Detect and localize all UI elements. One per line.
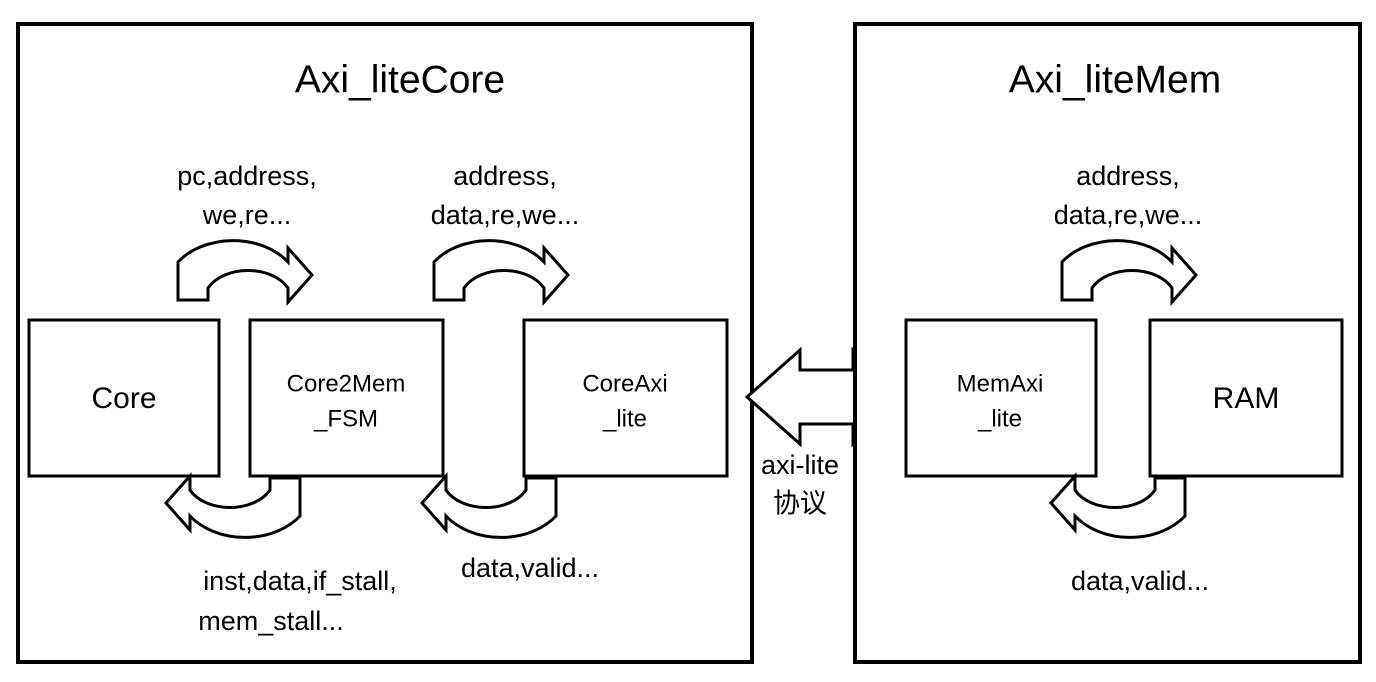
block-core2mem-fsm[interactable]: Core2Mem _FSM bbox=[248, 318, 445, 478]
arrow-memaxi-to-ram-icon bbox=[1060, 239, 1199, 306]
panel-axi-lite-core: Axi_liteCore pc,address, we,re... addres… bbox=[16, 22, 754, 664]
block-ram[interactable]: RAM bbox=[1148, 318, 1344, 478]
block-memaxi-lite-label-line1: MemAxi bbox=[957, 370, 1044, 397]
panel-title-axi-lite-core: Axi_liteCore bbox=[295, 58, 505, 101]
signal-label-coreaxi-to-fsm-line1: data,valid... bbox=[461, 553, 599, 583]
block-core2mem-fsm-rect[interactable] bbox=[248, 318, 445, 478]
signal-label-fsm-to-coreaxi-line2: data,re,we... bbox=[431, 200, 580, 230]
block-core-label: Core bbox=[91, 382, 156, 415]
bus-label-axi-lite: axi-lite bbox=[761, 450, 839, 480]
block-ram-label: RAM bbox=[1213, 382, 1280, 415]
arrow-core-to-fsm-icon bbox=[176, 239, 315, 306]
block-memaxi-lite-rect[interactable] bbox=[904, 318, 1098, 478]
signal-label-fsm-to-core-line1: inst,data,if_stall, bbox=[203, 566, 397, 596]
block-coreaxi-lite-label-line1: CoreAxi bbox=[582, 370, 667, 397]
block-core[interactable]: Core bbox=[27, 318, 221, 478]
signal-label-memaxi-to-ram-line1: address, bbox=[1076, 161, 1180, 191]
block-core-rect[interactable] bbox=[27, 318, 221, 478]
block-coreaxi-lite-label-line2: _lite bbox=[602, 405, 647, 432]
block-memaxi-lite[interactable]: MemAxi _lite bbox=[904, 318, 1098, 478]
arrow-fsm-to-core-icon bbox=[163, 472, 302, 539]
block-memaxi-lite-label-line2: _lite bbox=[977, 405, 1022, 432]
block-ram-rect[interactable] bbox=[1148, 318, 1344, 478]
signal-label-core-to-fsm-line2: we,re... bbox=[202, 200, 292, 230]
panel-axi-lite-mem: Axi_liteMem address, data,re,we... MemAx… bbox=[853, 22, 1362, 664]
bus-label-protocol-cjk: 协议 bbox=[773, 489, 827, 520]
signal-label-core-to-fsm-line1: pc,address, bbox=[177, 161, 317, 191]
signal-label-fsm-to-coreaxi-line1: address, bbox=[453, 161, 557, 191]
signal-label-ram-to-memaxi-line1: data,valid... bbox=[1071, 566, 1209, 596]
panel-title-axi-lite-mem: Axi_liteMem bbox=[1009, 58, 1221, 101]
block-core2mem-fsm-label-line1: Core2Mem bbox=[287, 370, 406, 397]
block-core2mem-fsm-label-line2: _FSM bbox=[313, 405, 378, 432]
block-coreaxi-lite-rect[interactable] bbox=[522, 318, 729, 478]
arrow-ram-to-memaxi-icon bbox=[1048, 472, 1187, 539]
signal-label-fsm-to-core-line2: mem_stall... bbox=[198, 606, 344, 636]
block-coreaxi-lite[interactable]: CoreAxi _lite bbox=[522, 318, 729, 478]
signal-label-memaxi-to-ram-line2: data,re,we... bbox=[1054, 200, 1203, 230]
arrow-fsm-to-coreaxi-icon bbox=[432, 239, 571, 306]
arrow-coreaxi-to-fsm-icon bbox=[419, 472, 558, 539]
